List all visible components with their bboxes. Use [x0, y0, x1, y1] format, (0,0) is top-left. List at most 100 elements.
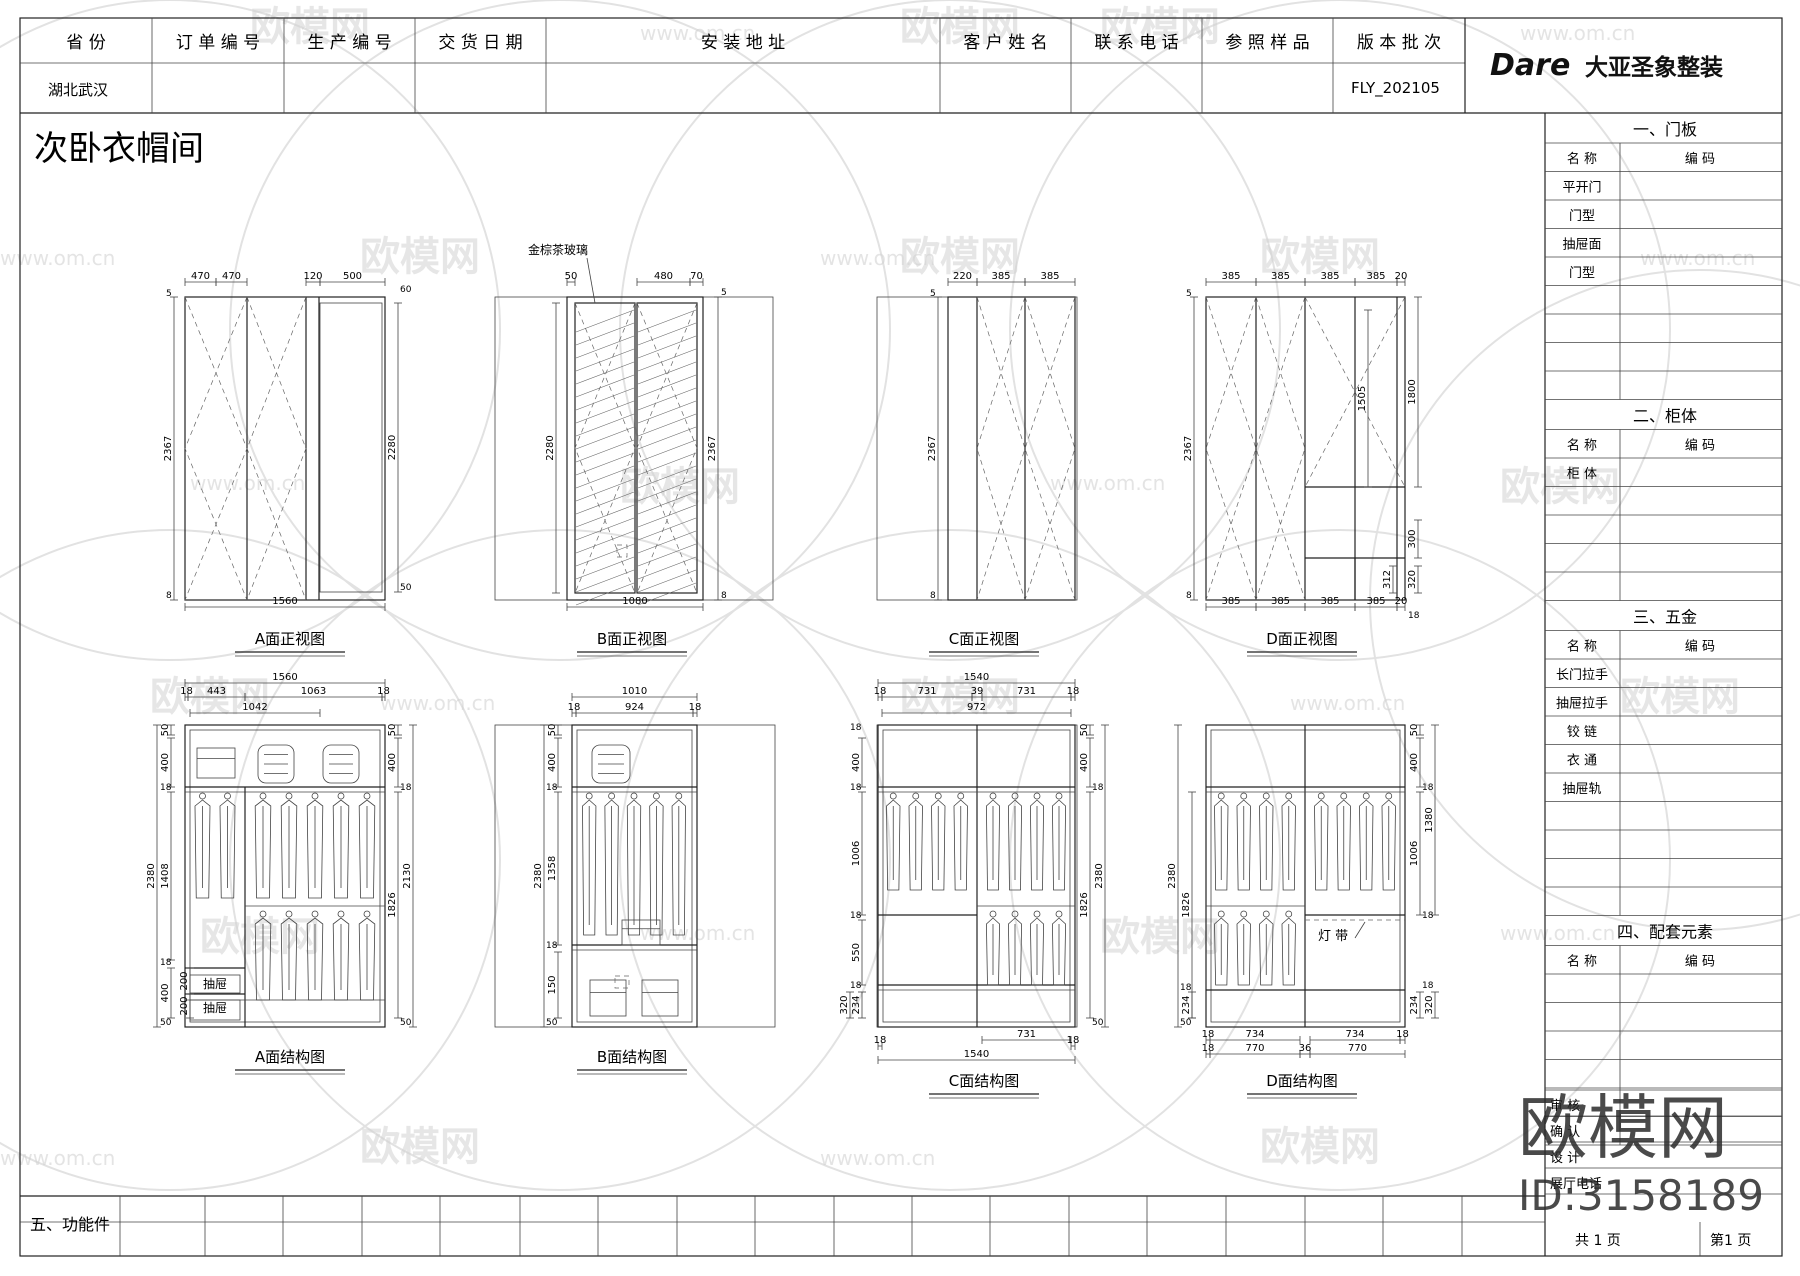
dim-label: 770 — [1348, 1043, 1367, 1054]
dim-label: 731 — [1017, 1029, 1036, 1040]
glass-hatch — [637, 543, 697, 567]
dim-label: 50 — [160, 1018, 172, 1028]
garment-shape — [1029, 799, 1045, 891]
dim-label: 18 — [1202, 1043, 1215, 1054]
glass-hatch — [575, 569, 635, 593]
watermark-arc — [619, 0, 1281, 661]
hanger-hook — [1340, 792, 1348, 800]
hanger-hook — [1262, 792, 1270, 800]
wall-outline — [494, 296, 774, 601]
view-label-c-struct: C面结构图 — [949, 1072, 1019, 1090]
sidebar-sign-label: 设 计 — [1550, 1151, 1580, 1166]
garment-icon — [280, 792, 298, 899]
sidebar-row-label: 门型 — [1569, 266, 1595, 281]
sheet-border — [19, 17, 1783, 1257]
watermark-url: www.om.cn — [190, 471, 305, 495]
storage-box-icon — [621, 919, 661, 946]
dim-label: 1408 — [160, 863, 171, 888]
glass-hatch — [637, 348, 697, 372]
garment-shape — [1281, 917, 1296, 986]
garment-shape — [1381, 799, 1396, 891]
dim-label: 5 — [166, 289, 172, 299]
dim-label: 120 — [303, 271, 322, 282]
watermark-url: www.om.cn — [820, 246, 935, 270]
dim-label: 480 — [654, 271, 673, 282]
sidebar-row-label: 抽屉面 — [1562, 238, 1601, 253]
page-number: 第1 页 — [1710, 1232, 1751, 1249]
glass-hatch — [637, 309, 697, 333]
garment-shape — [1029, 917, 1045, 986]
dim-label: 731 — [1017, 686, 1036, 697]
dim-label: 320 — [839, 995, 850, 1014]
handle-mark — [614, 975, 630, 989]
dim-label: 5 — [930, 289, 936, 299]
drawer-label-1: 抽屉 — [203, 977, 227, 991]
sidebar-row-label: 衣 通 — [1567, 753, 1597, 769]
garment-shape — [649, 799, 664, 936]
glass-hatch — [575, 348, 635, 372]
dim-label: 70 — [690, 271, 703, 282]
dim-label: 2130 — [402, 863, 413, 888]
garment-icon — [1007, 792, 1023, 891]
watermark-url: www.om.cn — [640, 21, 755, 45]
door-swing-line — [574, 302, 636, 594]
dim-label: 400 — [851, 753, 862, 772]
sidebar-section-title: 三、五金 — [1633, 608, 1697, 627]
title-block-header — [20, 18, 1782, 114]
garment-icon — [1281, 910, 1296, 986]
hanger-hook — [311, 910, 319, 918]
dim-label: 924 — [625, 702, 644, 713]
glass-hatch — [575, 413, 635, 437]
header-labels: 省 份订 单 编 号生 产 编 号交 货 日 期安 装 地 址客 户 姓 名联 … — [66, 33, 1441, 53]
watermark-arc — [229, 0, 891, 661]
garment-shape — [671, 799, 686, 936]
version-value: FLY_202105 — [1351, 79, 1440, 98]
dim-label: 36 — [1299, 1043, 1312, 1054]
watermark-url: www.om.cn — [1050, 471, 1165, 495]
hanger-hook — [912, 792, 920, 800]
watermark-brand: 欧模网 — [1260, 1124, 1380, 1170]
dim-label: 18 — [850, 911, 862, 921]
sidebar-col-header: 编 码 — [1685, 152, 1715, 167]
watermark-brand: 欧模网 — [1100, 4, 1220, 50]
garment-shape — [1281, 799, 1296, 891]
garment-icon — [1029, 792, 1045, 891]
glass-hatch — [575, 504, 635, 528]
sidebar-sign-label: 展厅电话 — [1550, 1177, 1602, 1192]
garment-shape — [1236, 917, 1251, 986]
watermark-arc — [0, 0, 501, 661]
dim-label: 1505 — [1357, 386, 1368, 411]
drawer-label-2: 抽屉 — [203, 1001, 227, 1015]
glass-hatch — [637, 361, 697, 385]
dim-label: 18 — [546, 941, 558, 951]
dim-label: 320 — [1407, 570, 1418, 589]
dim-label: 50 — [400, 1018, 412, 1028]
watermark-url: www.om.cn — [0, 246, 115, 270]
watermark-url: www.om.cn — [1640, 246, 1755, 270]
glass-hatch — [637, 530, 697, 554]
glass-hatch — [575, 543, 635, 567]
brand-logo: Dare 大亚圣象整装 — [1490, 48, 1723, 83]
glass-hatch — [575, 439, 635, 463]
view-label-a-struct: A面结构图 — [255, 1048, 325, 1066]
dim-label: 18 — [1422, 981, 1434, 991]
dim-label: 1826 — [387, 892, 398, 917]
glass-hatch — [637, 413, 697, 437]
dim-label: 60 — [400, 285, 412, 295]
glass-hatch — [575, 478, 635, 502]
watermark-layer: 欧模网欧模网欧模网欧模网欧模网欧模网欧模网欧模网欧模网欧模网欧模网欧模网欧模网欧… — [0, 0, 1800, 1191]
dim-label: 18 — [400, 783, 412, 793]
glass-hatch — [575, 374, 635, 398]
dim-label: 972 — [967, 702, 986, 713]
garment-shape — [306, 799, 324, 899]
dim-label: 50 — [1079, 724, 1090, 737]
dim-label: 1358 — [547, 856, 558, 881]
sidebar-section-title: 四、配套元素 — [1617, 923, 1713, 942]
dim-label: 18 — [1422, 783, 1434, 793]
dim-label: 1010 — [622, 686, 647, 697]
door-swing-line — [1255, 296, 1306, 601]
watermark-brand: 欧模网 — [1260, 234, 1380, 280]
garment-shape — [306, 917, 324, 1001]
